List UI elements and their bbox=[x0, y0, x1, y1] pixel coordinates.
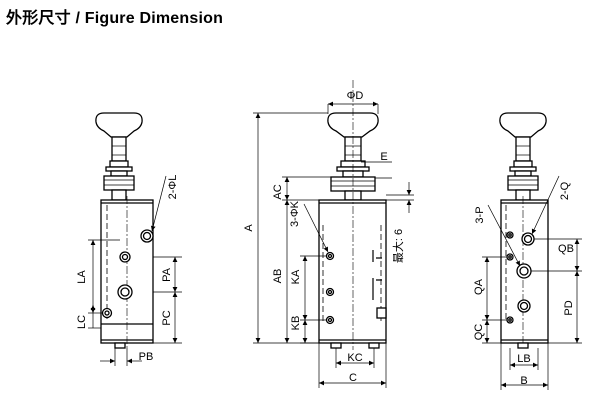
label-lb: LB bbox=[517, 353, 530, 365]
label-phi-d: ΦD bbox=[347, 90, 364, 102]
middle-dimensions bbox=[253, 101, 414, 388]
right-ports bbox=[506, 231, 535, 349]
label-pd: PD bbox=[563, 300, 575, 315]
label-ab: AB bbox=[272, 269, 284, 284]
label-pb: PB bbox=[139, 351, 154, 363]
label-e: E bbox=[380, 151, 387, 163]
left-push-button bbox=[95, 112, 143, 162]
left-view: 2-ΦL LA LC PA PC PB bbox=[76, 112, 182, 366]
label-pc: PC bbox=[161, 310, 173, 325]
label-lc: LC bbox=[76, 315, 88, 329]
left-ports bbox=[101, 229, 154, 349]
middle-ports bbox=[325, 251, 380, 349]
label-kc: KC bbox=[347, 352, 362, 364]
label-kb: KB bbox=[290, 316, 302, 331]
label-ac: AC bbox=[272, 184, 284, 199]
left-valve-body bbox=[100, 196, 154, 350]
label-c: C bbox=[349, 372, 357, 384]
left-dimensions bbox=[88, 175, 182, 366]
label-b: B bbox=[520, 375, 527, 387]
label-pa: PA bbox=[161, 267, 173, 282]
label-qa: QA bbox=[473, 278, 485, 295]
right-stem-nut bbox=[507, 160, 539, 201]
right-push-button bbox=[499, 112, 547, 162]
label-2-phi-l: 2-ΦL bbox=[167, 175, 179, 200]
label-a: A bbox=[243, 224, 255, 232]
middle-view: ΦD E A AC AB 3-ΦK KA KB 最大: 6 KC C bbox=[243, 80, 414, 388]
left-stem-nut bbox=[103, 160, 135, 201]
label-qc: QC bbox=[473, 324, 485, 341]
label-max-6: 最大: 6 bbox=[391, 229, 405, 263]
page-title: 外形尺寸 / Figure Dimension bbox=[6, 10, 224, 27]
label-qb: QB bbox=[558, 243, 574, 255]
label-3-p: 3-P bbox=[474, 206, 486, 223]
right-dimensions bbox=[482, 175, 582, 390]
right-view: 2-Q 3-P QB QA QC PD LB B bbox=[473, 112, 582, 390]
label-la: LA bbox=[76, 270, 88, 284]
label-ka: KA bbox=[290, 269, 302, 284]
label-3-phi-k: 3-ΦK bbox=[289, 200, 301, 227]
label-2-q: 2-Q bbox=[559, 181, 571, 200]
